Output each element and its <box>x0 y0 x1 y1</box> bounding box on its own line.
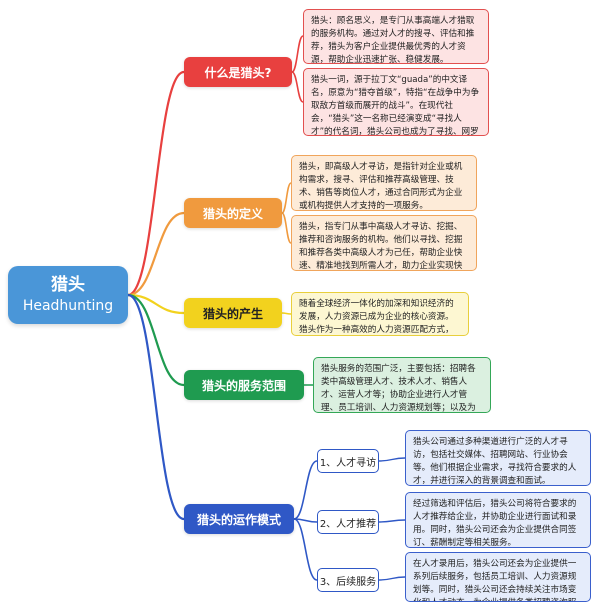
link-root-service-scope <box>126 293 186 387</box>
card-what-is-1: 猎头：顾名思义，是专门从事高端人才猎取的服务机构。通过对人才的搜寻、评估和推荐，… <box>303 9 489 64</box>
card-definition-1: 猎头，即高级人才寻访，是指针对企业或机构需求，搜寻、评估和推荐高级管理、技术、销… <box>291 155 477 211</box>
root-node-headhunting[interactable]: 猎头 Headhunting <box>8 266 128 324</box>
link-root-origin <box>126 293 186 315</box>
link-operation-sub-2 <box>293 518 318 523</box>
card-talent-recommend: 经过筛选和评估后，猎头公司将符合要求的人才推荐给企业，并协助企业进行面试和录用。… <box>405 492 591 548</box>
branch-label: 猎头的服务范围 <box>201 378 286 393</box>
link-root-what-is <box>126 70 186 297</box>
branch-label: 猎头的定义 <box>202 206 263 221</box>
sub-talent-recommend[interactable]: 2、人才推荐 <box>317 510 379 534</box>
link-operation-sub-1 <box>293 460 318 520</box>
root-title-cn: 猎头 <box>51 275 85 295</box>
link-sub-3-card <box>378 576 406 581</box>
link-what-is-card-1 <box>291 35 304 73</box>
branch-label: 什么是猎头? <box>204 65 272 80</box>
branch-origin[interactable]: 猎头的产生 <box>184 298 282 328</box>
link-root-definition <box>126 211 186 297</box>
link-sub-1-card <box>378 457 406 462</box>
link-definition-card-2 <box>281 212 292 244</box>
link-sub-2-card <box>378 519 406 523</box>
branch-label: 猎头的产生 <box>202 306 263 321</box>
link-origin-card <box>281 312 292 315</box>
root-title-en: Headhunting <box>22 298 114 314</box>
link-root-operation-mode <box>126 293 186 521</box>
branch-definition[interactable]: 猎头的定义 <box>184 198 282 228</box>
card-what-is-2: 猎头一词，源于拉丁文“guada”的中文译名，原意为“猎夺首级”，特指“在战争中… <box>303 68 489 136</box>
sub-talent-search[interactable]: 1、人才寻访 <box>317 449 379 473</box>
card-follow-up-service: 在人才录用后，猎头公司还会为企业提供一系列后续服务，包括员工培训、人力资源规划等… <box>405 552 591 602</box>
card-talent-search: 猎头公司通过多种渠道进行广泛的人才寻访，包括社交媒体、招聘网站、行业协会等。他们… <box>405 430 591 486</box>
sub-follow-up-service[interactable]: 3、后续服务 <box>317 568 379 592</box>
card-service-scope: 猎头服务的范围广泛，主要包括：招聘各类中高级管理人才、技术人才、销售人才、运营人… <box>313 357 491 413</box>
branch-service-scope[interactable]: 猎头的服务范围 <box>184 370 304 400</box>
link-what-is-card-2 <box>291 71 304 103</box>
link-operation-sub-3 <box>293 518 318 581</box>
branch-what-is-headhunting[interactable]: 什么是猎头? <box>184 57 292 87</box>
branch-label: 猎头的运作模式 <box>196 512 281 527</box>
branch-operation-mode[interactable]: 猎头的运作模式 <box>184 504 294 534</box>
card-origin: 随着全球经济一体化的加深和知识经济的发展，人力资源已成为企业的核心资源。猎头作为… <box>291 292 469 336</box>
link-definition-card-1 <box>281 182 292 214</box>
card-definition-2: 猎头，指专门从事中高级人才寻访、挖掘、推荐和咨询服务的机构。他们以寻找、挖掘和推… <box>291 215 477 271</box>
